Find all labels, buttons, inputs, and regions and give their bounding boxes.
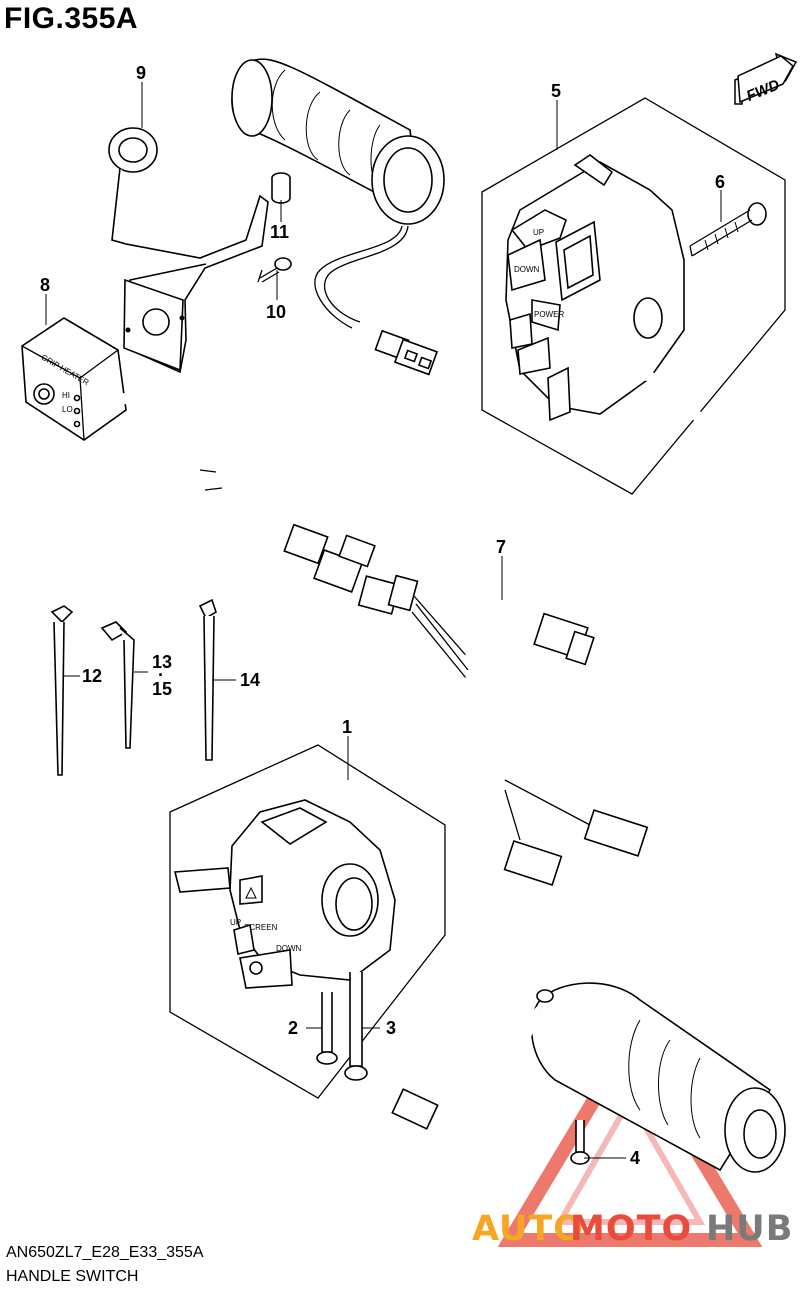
callout-11: 11 [270,222,289,242]
callout-6: 6 [715,172,725,192]
callout-14: 14 [240,670,260,690]
part-8-heater-switch: GRIP HEATER HI LO [21,317,376,593]
callout-12: 12 [82,666,102,686]
callout-9: 9 [136,63,146,83]
watermark-part3: HUB [706,1209,793,1249]
part-grip-right [391,982,786,1173]
fwd-arrow-icon: FWD [734,52,798,105]
callout-15: 15 [152,679,172,699]
left-switch-up: UP [230,918,241,927]
part-10-screw [257,257,292,283]
leader-lines [45,82,722,1159]
part-14-cable-tie [198,598,217,761]
watermark-part1: AUTO [472,1209,584,1249]
part-grip-left [231,58,445,376]
watermark-part2: MOTO [570,1209,692,1249]
part-6-screw [689,202,767,257]
callout-4: 4 [630,1148,640,1168]
callout-3: 3 [386,1018,396,1038]
callout-2: 2 [288,1018,298,1038]
right-switch-power: POWER [534,310,564,319]
part-7-harness [357,574,649,886]
part-13-15-clamp [100,621,135,749]
part-9-bracket [108,127,269,374]
model-code: AN650ZL7_E28_E33_355A [6,1244,204,1261]
heater-switch-hi: HI [62,391,70,400]
part-11-spacer [271,172,291,204]
part-2-bolt [316,992,338,1065]
callout-1: 1 [342,717,352,737]
callout-10: 10 [266,302,286,322]
right-switch-down: DOWN [514,265,540,274]
callout-8: 8 [40,275,50,295]
heater-switch-lo: LO [62,405,73,414]
figure-name: HANDLE SWITCH [6,1268,139,1285]
left-switch-down: DOWN [276,944,302,953]
part-12-cable-tie [50,605,74,776]
part-5-right-switch: UP DOWN POWER [481,97,786,495]
callout-13: 13 [152,652,172,672]
part-1-left-switch: UP SCREEN DOWN [169,744,446,1099]
callout-7: 7 [496,537,506,557]
part-3-bolt [344,972,368,1081]
figure-title: FIG.355A [4,2,139,35]
watermark-text: AUTO MOTO HUB [472,1209,793,1249]
callout-5: 5 [551,81,561,101]
callout-13-15-dot: · [158,665,164,685]
right-switch-up: UP [533,228,544,237]
left-switch-screen: SCREEN [244,923,278,932]
